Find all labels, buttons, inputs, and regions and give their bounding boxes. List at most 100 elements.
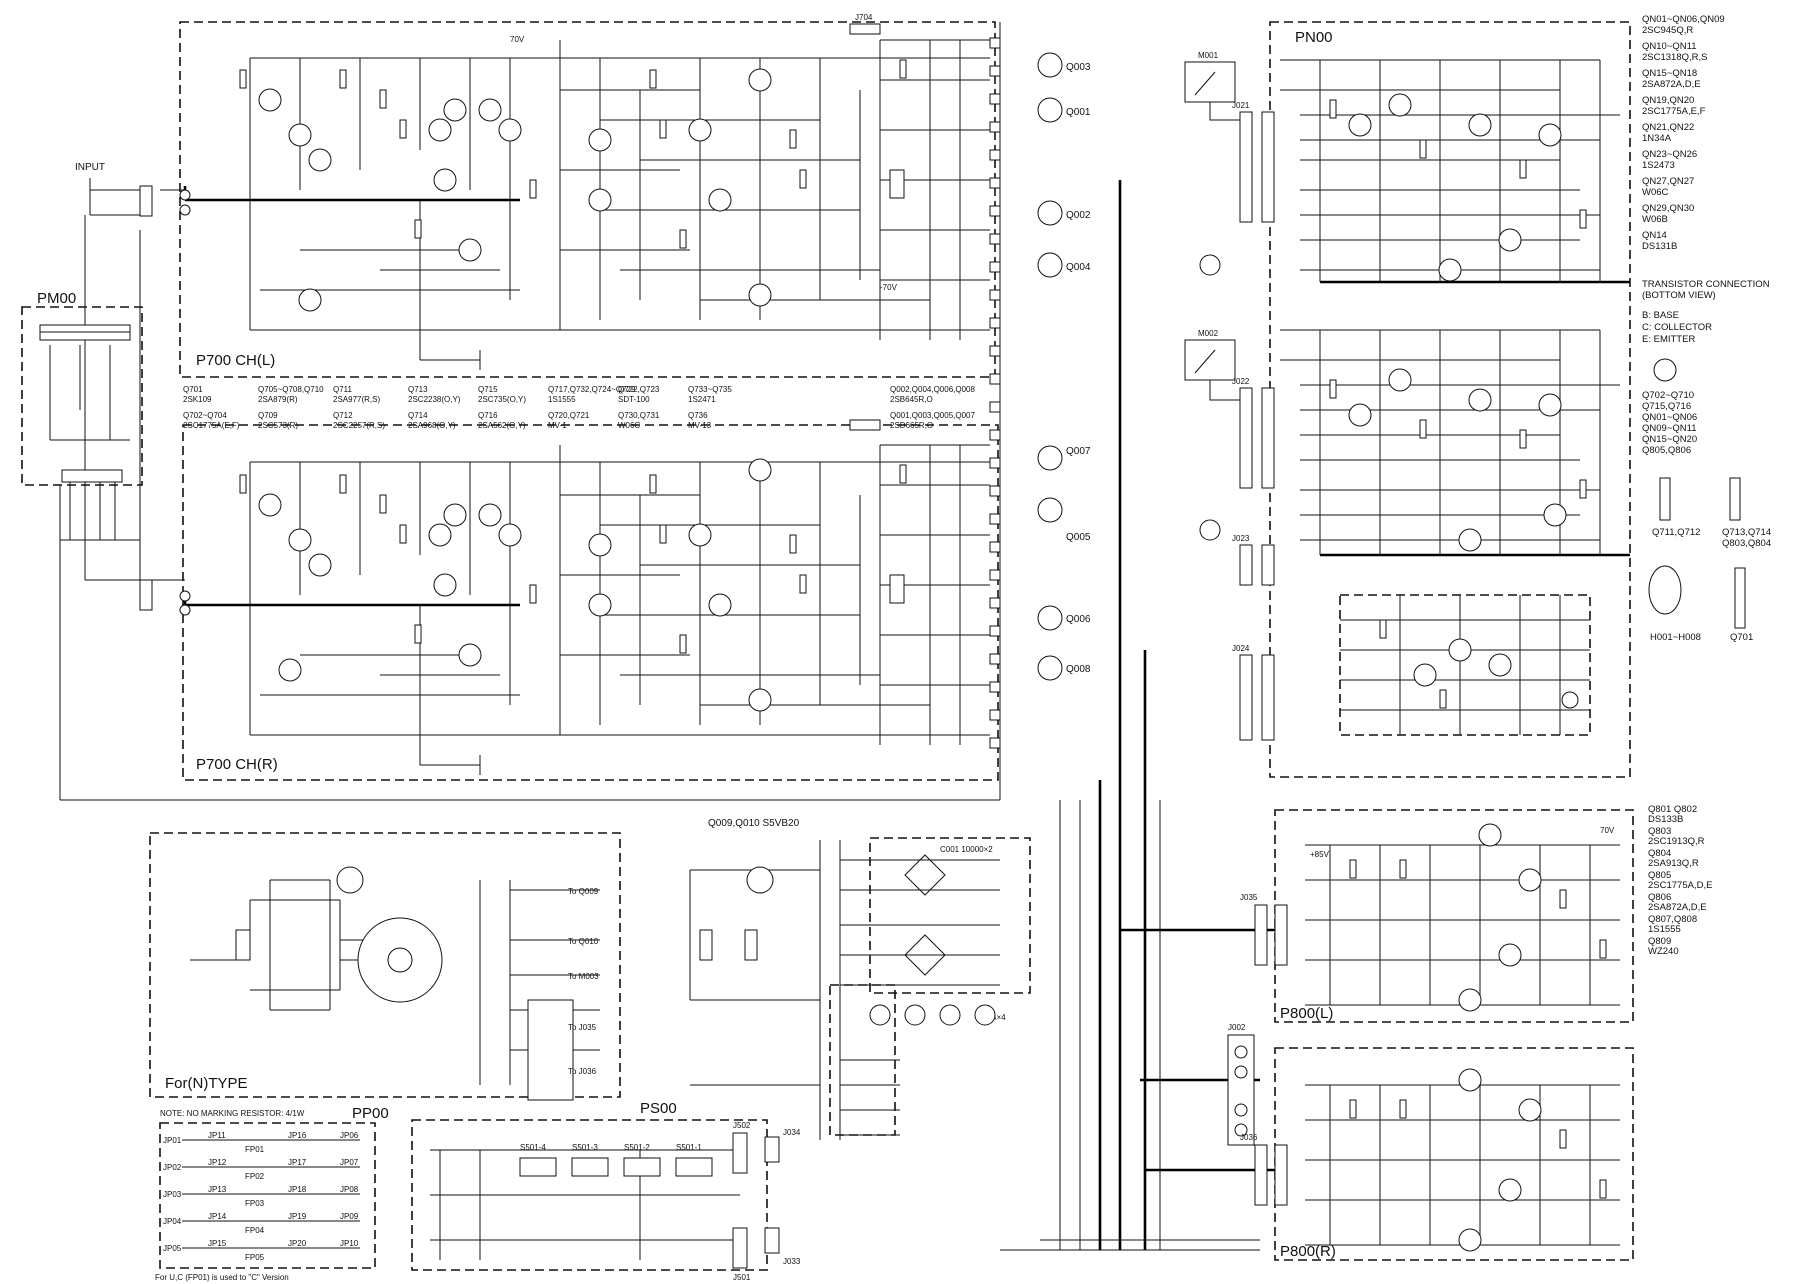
connector-pin [989, 317, 1001, 329]
group-label: Q701 [1730, 632, 1753, 643]
svg-text:J002: J002 [1228, 1023, 1246, 1032]
jumper-label: JP20 [288, 1239, 307, 1248]
connector-pin [989, 37, 1001, 49]
block-p800-l [1274, 809, 1634, 1023]
label-q002: Q002 [1066, 210, 1091, 221]
fuse-label: FP03 [245, 1199, 265, 1208]
jumper-label: JP10 [340, 1239, 359, 1248]
switch-contact [571, 1157, 609, 1177]
svg-text:C001 10000×2: C001 10000×2 [940, 845, 993, 854]
block-pm00 [21, 306, 143, 486]
label-q008: Q008 [1066, 664, 1091, 675]
jumper-label: JP18 [288, 1185, 307, 1194]
switch-label: S501-3 [572, 1143, 598, 1152]
connector-pin [989, 93, 1001, 105]
switch-contact [519, 1157, 557, 1177]
label-q007: Q007 [1066, 446, 1091, 457]
connector-pin [989, 485, 1001, 497]
switch-contact [623, 1157, 661, 1177]
connector-pin [989, 345, 1001, 357]
jumper-label: JP09 [340, 1212, 359, 1221]
block-p800-r [1274, 1047, 1634, 1261]
switch-label: S501-2 [624, 1143, 650, 1152]
power-section: Q009,Q010 S5VB20 C001 10000×2 0.3A×4 [689, 818, 1006, 1140]
p700-r-circuit [183, 444, 990, 775]
connector-pin [989, 261, 1001, 273]
connector-pin [989, 65, 1001, 77]
svg-text:To Q009: To Q009 [568, 887, 599, 896]
svg-text:J704: J704 [855, 13, 873, 22]
label-q003: Q003 [1066, 62, 1091, 73]
connector-pin [989, 681, 1001, 693]
n-type-circuit: To Q009 To Q010 To M003 To J035 To J036 [190, 866, 600, 1101]
connector-pin [989, 429, 1001, 441]
jumper-label: JP12 [208, 1158, 227, 1167]
connector-pin [989, 401, 1001, 413]
bus-rails [1098, 180, 1275, 1250]
group-label: Q711,Q712 [1652, 527, 1700, 538]
svg-text:J034: J034 [783, 1128, 801, 1137]
switch-contact [675, 1157, 713, 1177]
connector-pin [989, 569, 1001, 581]
svg-text:J502: J502 [733, 1121, 751, 1130]
connector-pin [989, 541, 1001, 553]
label-pp00: PP00 [352, 1105, 389, 1122]
svg-text:To Q010: To Q010 [568, 937, 599, 946]
block-rectifier-box [869, 837, 1031, 994]
svg-text:J024: J024 [1232, 644, 1250, 653]
connector-pin [989, 513, 1001, 525]
connector-pin [989, 737, 1001, 749]
block-n-type [149, 832, 621, 1098]
fuse-label: FP01 [245, 1145, 265, 1154]
meters: M001 M002 [1184, 51, 1245, 401]
svg-text:J021: J021 [1232, 101, 1250, 110]
label-neg70v-l: -70V [880, 283, 898, 292]
svg-text:Q009,Q010 S5VB20: Q009,Q010 S5VB20 [708, 818, 800, 829]
p800-l-circuit: +85V 70V J035 [1240, 823, 1620, 1012]
svg-text:J023: J023 [1232, 534, 1250, 543]
jumper-label: JP02 [163, 1163, 182, 1172]
jumper-label: JP04 [163, 1217, 182, 1226]
svg-text:J036: J036 [1240, 1133, 1258, 1142]
connector-pin [989, 177, 1001, 189]
connector-pin [989, 121, 1001, 133]
meter-m002 [1184, 339, 1236, 381]
footnote: For U,C (FP01) is used to "C" Version [155, 1273, 289, 1282]
label-70v-l: 70V [510, 35, 525, 44]
jumper-label: JP03 [163, 1190, 182, 1199]
note-resistors: NOTE: NO MARKING RESISTOR: 4/1W [160, 1109, 305, 1118]
label-q005: Q005 [1066, 532, 1091, 543]
pn00-connectors: J021 J022 J023 J024 [1199, 101, 1275, 741]
jumper-label: JP05 [163, 1244, 182, 1253]
p800-r-circuit: J036 [1240, 1068, 1620, 1252]
meter-m001 [1184, 61, 1236, 103]
connector-pin [989, 457, 1001, 469]
switch-label: S501-4 [520, 1143, 546, 1152]
connector-pin [989, 709, 1001, 721]
jumper-label: JP07 [340, 1158, 359, 1167]
